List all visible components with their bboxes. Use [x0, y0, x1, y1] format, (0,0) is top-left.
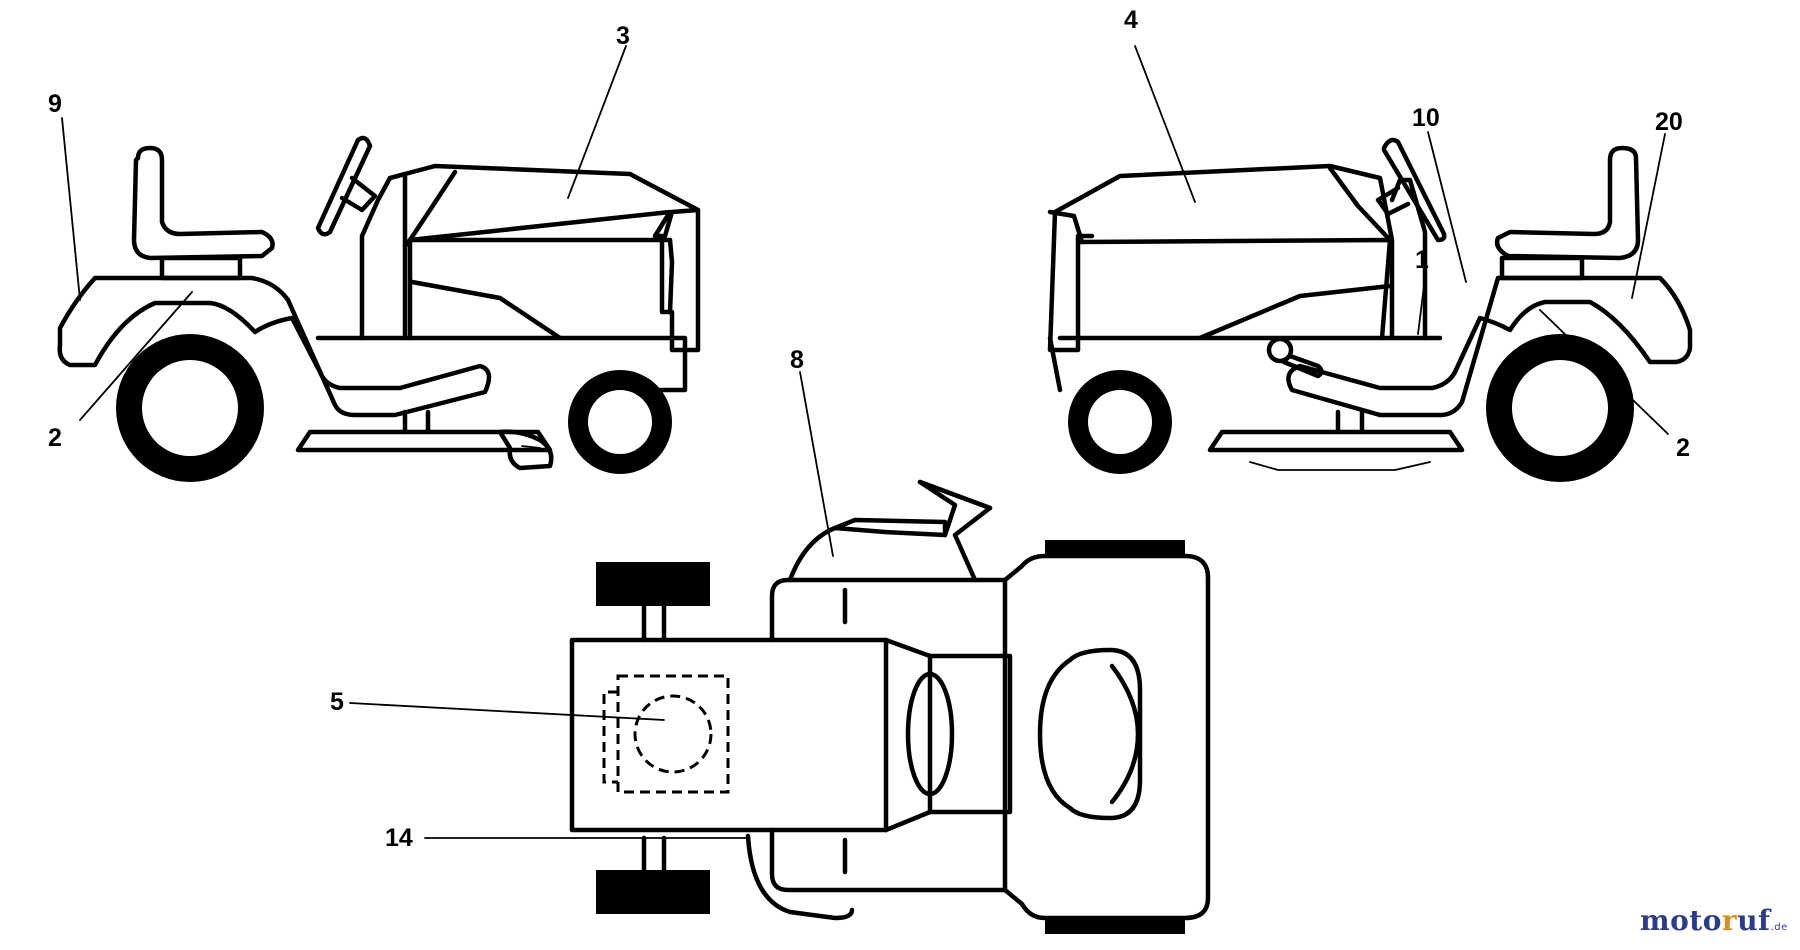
decal-5-outline: [616, 674, 730, 794]
label-14: 14: [385, 824, 413, 852]
lever-knob-right: [1266, 336, 1294, 364]
rear-fender-right: [1286, 275, 1693, 418]
label-10: 10: [1412, 104, 1440, 132]
steering-wheel-left: [315, 135, 373, 237]
leader-lines: [61, 45, 1669, 839]
dash-left: [359, 171, 408, 341]
tractor-left-side-view: [57, 135, 701, 482]
steering-wheel-right: [1381, 137, 1447, 243]
rear-wheel-top-upper: [1045, 540, 1185, 556]
tractor-right-side-view: [1047, 137, 1693, 482]
label-2-right: 2: [1676, 434, 1690, 462]
label-9: 9: [48, 90, 62, 118]
label-5: 5: [330, 688, 344, 716]
front-wheel-top-upper: [596, 562, 710, 606]
label-20: 20: [1655, 108, 1683, 136]
fuel-cap-top: [905, 671, 955, 797]
body-top: [769, 553, 1211, 921]
decal-5-circle: [633, 694, 713, 774]
rear-fender-left: [57, 275, 492, 418]
tractor-top-view: [569, 479, 1211, 934]
hood-right: [1047, 163, 1395, 353]
label-8: 8: [790, 346, 804, 374]
seat-right: [1494, 145, 1641, 261]
label-2-left: 2: [48, 424, 62, 452]
frame-left: [315, 335, 688, 393]
part-labels: 9 3 2 4 10 20 1 2 8 5 14: [48, 6, 1690, 852]
mower-deck-left: [295, 429, 553, 453]
label-3: 3: [616, 22, 630, 50]
front-wheel-top-lower: [596, 870, 710, 914]
label-1: 1: [1415, 246, 1429, 274]
label-4: 4: [1124, 6, 1138, 34]
seat-left: [131, 145, 275, 261]
seat-base-left: [159, 255, 243, 281]
seat-top: [1037, 647, 1143, 821]
rear-wheel-top-lower: [1045, 918, 1185, 934]
mower-deck-right: [1207, 429, 1465, 453]
hood-left: [387, 163, 701, 353]
seat-base-right: [1499, 255, 1585, 281]
watermark-logo: motoruf.de: [1640, 904, 1788, 937]
